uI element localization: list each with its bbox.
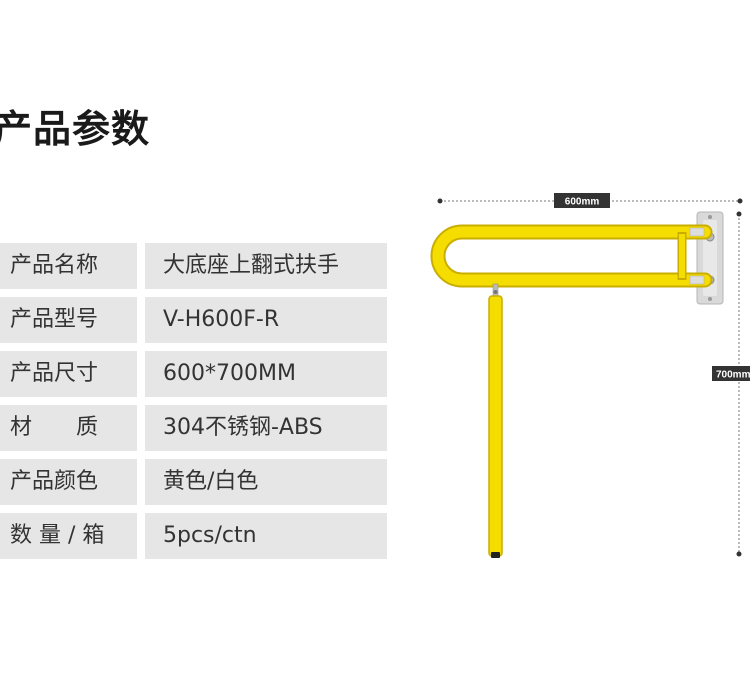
spec-label: 产品型号 (0, 297, 137, 343)
spec-value: 5pcs/ctn (145, 513, 387, 559)
spec-row-model: 产品型号 V-H600F-R (0, 297, 388, 343)
height-dimension: 700mm (712, 211, 750, 557)
spec-row-quantity: 数 量 / 箱 5pcs/ctn (0, 513, 388, 559)
spec-row-size: 产品尺寸 600*700MM (0, 351, 388, 397)
grab-rail (430, 224, 713, 288)
section-title: 产品参数 (0, 107, 151, 151)
spec-label: 产品名称 (0, 243, 137, 289)
spec-value: 大底座上翻式扶手 (145, 243, 387, 289)
spec-row-material: 材 质 304不锈钢-ABS (0, 405, 388, 451)
support-leg (488, 283, 503, 558)
width-dimension: 600mm (437, 193, 743, 208)
spec-row-color: 产品颜色 黄色/白色 (0, 459, 388, 505)
spec-label: 产品尺寸 (0, 351, 137, 397)
height-label: 700mm (716, 370, 750, 381)
spec-value: V-H600F-R (145, 297, 387, 343)
width-label: 600mm (565, 197, 600, 208)
spec-value: 600*700MM (145, 351, 387, 397)
product-diagram: 600mm 700mm (430, 193, 750, 558)
spec-table: 产品名称 大底座上翻式扶手 产品型号 V-H600F-R 产品尺寸 600*70… (0, 243, 388, 567)
spec-label: 产品颜色 (0, 459, 137, 505)
spec-label: 材 质 (0, 405, 137, 451)
spec-value: 304不锈钢-ABS (145, 405, 387, 451)
spec-value: 黄色/白色 (145, 459, 387, 505)
spec-label: 数 量 / 箱 (0, 513, 137, 559)
spec-row-name: 产品名称 大底座上翻式扶手 (0, 243, 388, 289)
